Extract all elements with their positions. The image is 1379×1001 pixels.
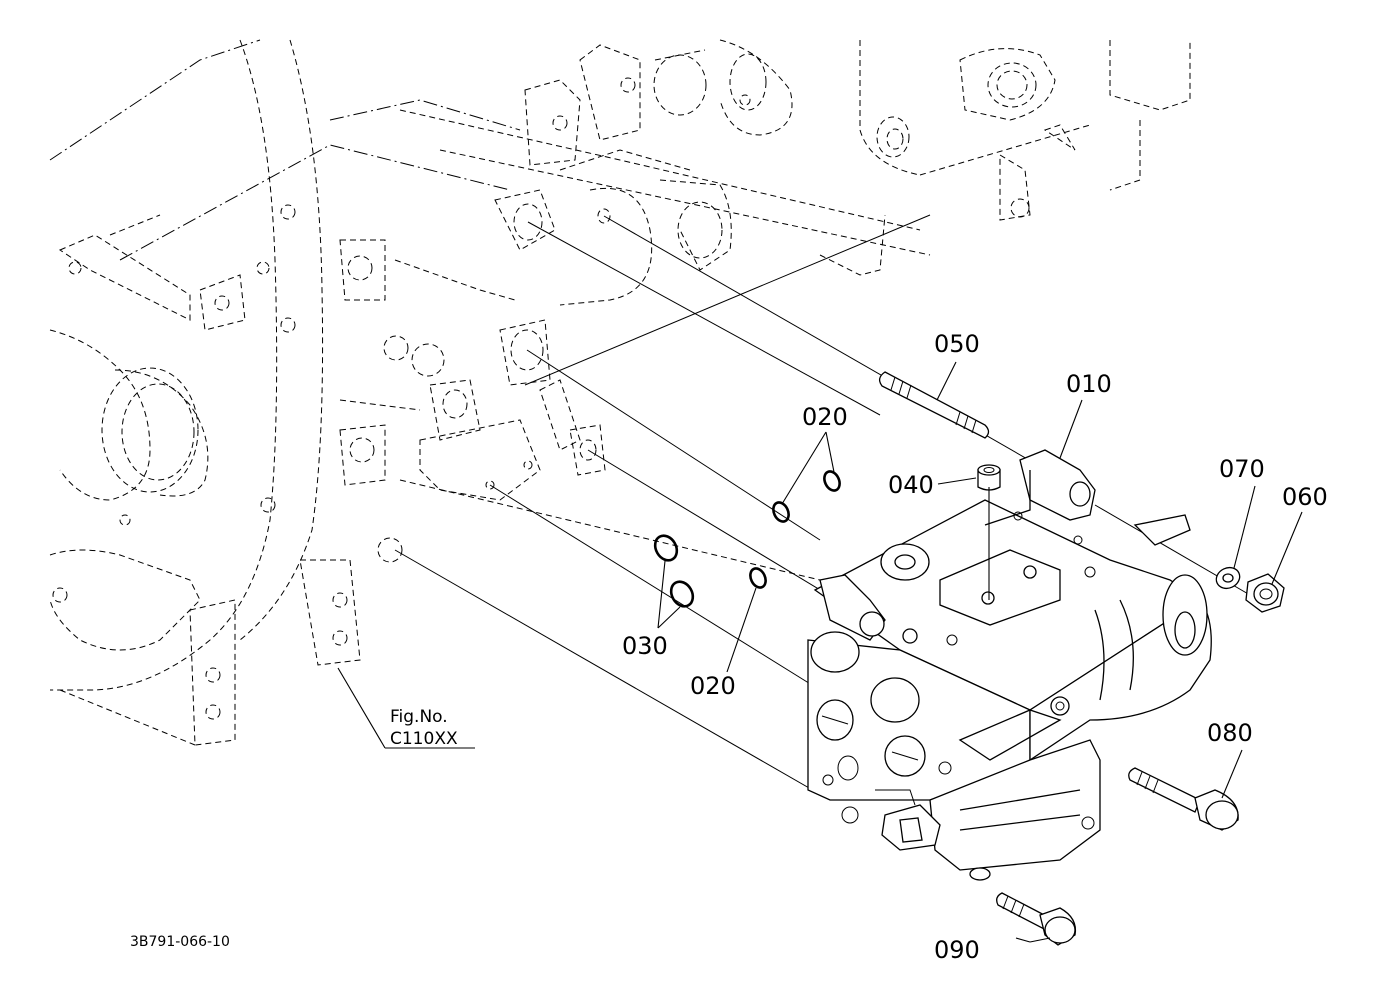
figure-ref-label: Fig.No. [390, 707, 448, 727]
washer-070 [1215, 566, 1241, 590]
bolt-090 [996, 892, 1077, 946]
callout-060: 060 [1282, 483, 1328, 511]
figure-reference: Fig.No. C110XX [390, 707, 458, 749]
stud-bolt-050 [878, 371, 990, 439]
o-ring-020-middle [772, 501, 790, 523]
callout-030: 030 [622, 632, 668, 660]
callout-020-lower: 020 [690, 672, 736, 700]
plug-040 [977, 464, 1001, 491]
callout-080: 080 [1207, 719, 1253, 747]
callout-050: 050 [934, 330, 980, 358]
figure-ref-number: C110XX [390, 729, 458, 749]
callout-090: 090 [934, 936, 980, 964]
callout-010: 010 [1066, 370, 1112, 398]
engine-housing [49, 39, 1191, 746]
o-ring-030-upper [653, 534, 679, 562]
leader-lines [337, 361, 1303, 943]
hydraulic-valve-assembly-010 [807, 449, 1212, 881]
drawing-code: 3B791-066-10 [130, 934, 230, 950]
callout-labels: 050 010 020 040 070 060 030 020 080 090 [622, 330, 1328, 964]
o-ring-030-lower [669, 580, 695, 608]
bolt-080 [1128, 767, 1239, 831]
o-ring-020-lower [749, 567, 767, 589]
o-ring-020-upper [823, 470, 841, 492]
o-rings [653, 470, 841, 608]
callout-040: 040 [888, 471, 934, 499]
callout-020-upper: 020 [802, 403, 848, 431]
nut-060 [1245, 573, 1285, 613]
callout-070: 070 [1219, 455, 1265, 483]
assembly-axis-lines [394, 214, 1251, 801]
